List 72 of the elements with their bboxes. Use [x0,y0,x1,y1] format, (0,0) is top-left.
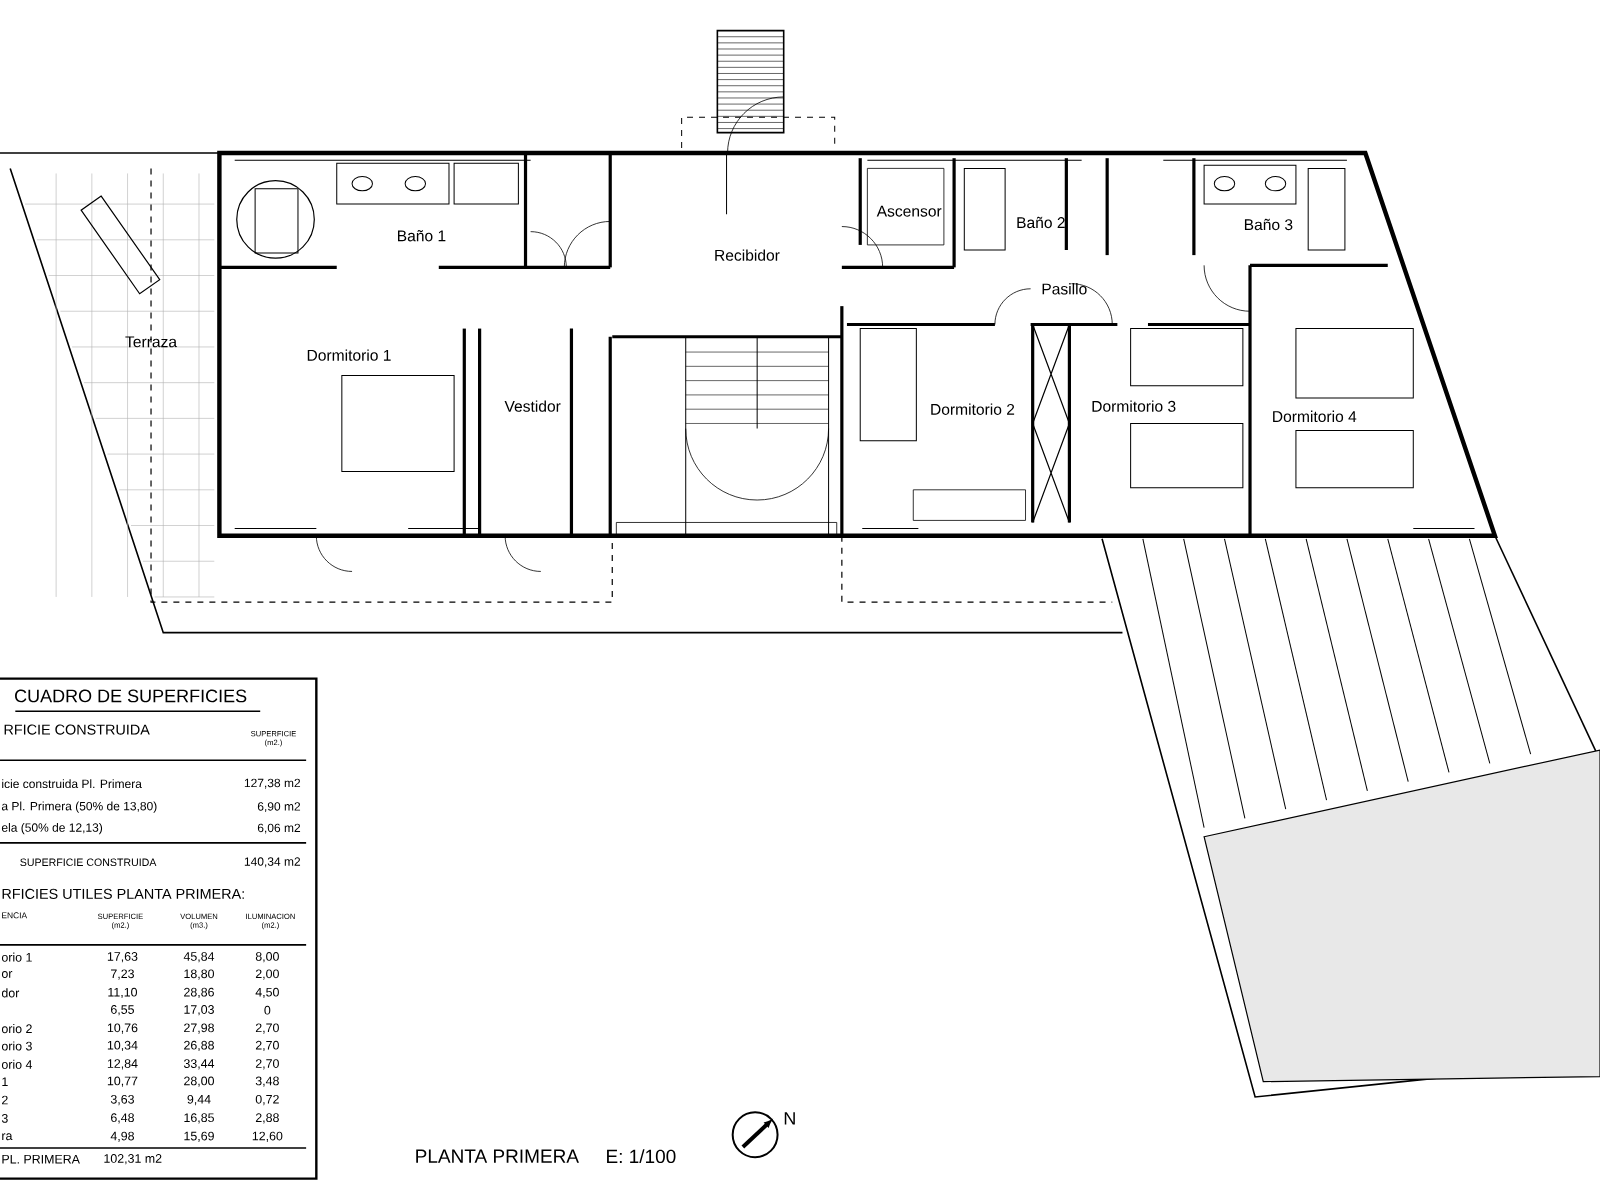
table-cell: 28,86 [184,987,214,998]
table-cell: a Pl. Primera (50% de 13,80) [1,801,157,813]
table-cell: 11,10 [108,987,137,998]
room-label: Baño 3 [1244,218,1293,231]
table-cell: 33,44 [183,1059,215,1070]
room-label: Ascensor [876,205,942,217]
table-cell: 2,70 [255,1040,279,1052]
table-cell: 4,98 [110,1131,134,1142]
column-header: ENCIA [2,912,28,919]
table-cell: 3 [1,1114,8,1123]
table-cell: 2 [2,1095,8,1105]
table-cell: dor [1,988,20,998]
table-cell: 6,48 [111,1113,134,1124]
table-cell: 6,06 m2 [257,823,301,834]
table-cell: 2,88 [255,1113,279,1124]
scale-label: E: 1/100 [607,1149,676,1164]
room-label: Baño 1 [398,230,446,242]
table-heading: RFICIES UTILES PLANTA PRIMERA: [2,888,244,899]
table-heading: RFICIE CONSTRUIDA [4,724,150,735]
table-cell: 8,00 [255,952,279,963]
table-cell: 140,34 m2 [244,857,301,868]
table-cell: orio 3 [1,1041,32,1051]
table-cell: 10,77 [107,1076,138,1087]
table-cell: SUPERFICIE CONSTRUIDA [20,858,157,866]
table-cell: 18,80 [184,969,214,980]
table-cell: orio 2 [1,1024,32,1034]
table-cell: 17,03 [184,1005,214,1016]
table-cell: icie construida Pl. Primera [2,779,142,789]
table-cell: 16,85 [184,1113,214,1124]
table-cell: 10,34 [107,1040,138,1052]
table-cell: ela (50% de 12,13) [1,822,103,835]
table-cell: 102,31 m2 [104,1154,162,1165]
table-cell: 7,23 [111,969,134,980]
table-cell: 4,50 [255,987,279,998]
table-cell: or [1,971,13,978]
table-cell: 28,00 [184,1076,214,1087]
table-cell: 12,60 [252,1131,283,1142]
table-cell: 12,84 [107,1059,138,1070]
table-cell: 26,88 [184,1040,214,1052]
room-label: Terraza [125,336,178,348]
table-cell: 6,90 m2 [257,802,301,813]
plan-title: PLANTA PRIMERA [416,1149,579,1163]
table-title: CUADRO DE SUPERFICIES [15,689,247,703]
table-cell: 3,63 [110,1094,134,1106]
room-label: Dormitorio 4 [1273,410,1357,423]
room-label: Dormitorio 1 [307,349,391,361]
table-cell: 10,76 [107,1023,138,1034]
table-cell: 45,84 [183,952,215,963]
room-label: Dormitorio 2 [931,403,1015,415]
room-label: Pasillo [1042,283,1087,295]
table-cell: 0 [264,1005,271,1015]
table-cell: orio 4 [1,1059,33,1069]
table-cell: orio 1 [1,952,32,962]
room-label: Baño 2 [1017,216,1065,229]
table-cell: ra [2,1133,13,1141]
table-cell: 2,70 [255,1059,279,1070]
table-cell: 3,48 [255,1076,279,1087]
table-cell: PL. PRIMERA [2,1154,80,1164]
table-cell: 1 [2,1077,8,1086]
table-cell: 6,55 [111,1005,134,1016]
table-cell: 2,70 [255,1023,279,1034]
table-cell: 15,69 [184,1131,214,1142]
table-cell: 27,98 [184,1023,214,1034]
room-label: Recibidor [715,249,780,261]
room-label: Vestidor [504,400,561,412]
table-cell: 17,63 [107,952,138,963]
table-cell: 0,72 [255,1094,279,1106]
table-cell: 9,44 [187,1094,211,1106]
room-label: Dormitorio 3 [1092,400,1176,412]
table-cell: 2,00 [255,969,279,980]
north-label: N [784,1112,795,1125]
table-cell: 127,38 m2 [244,778,301,789]
